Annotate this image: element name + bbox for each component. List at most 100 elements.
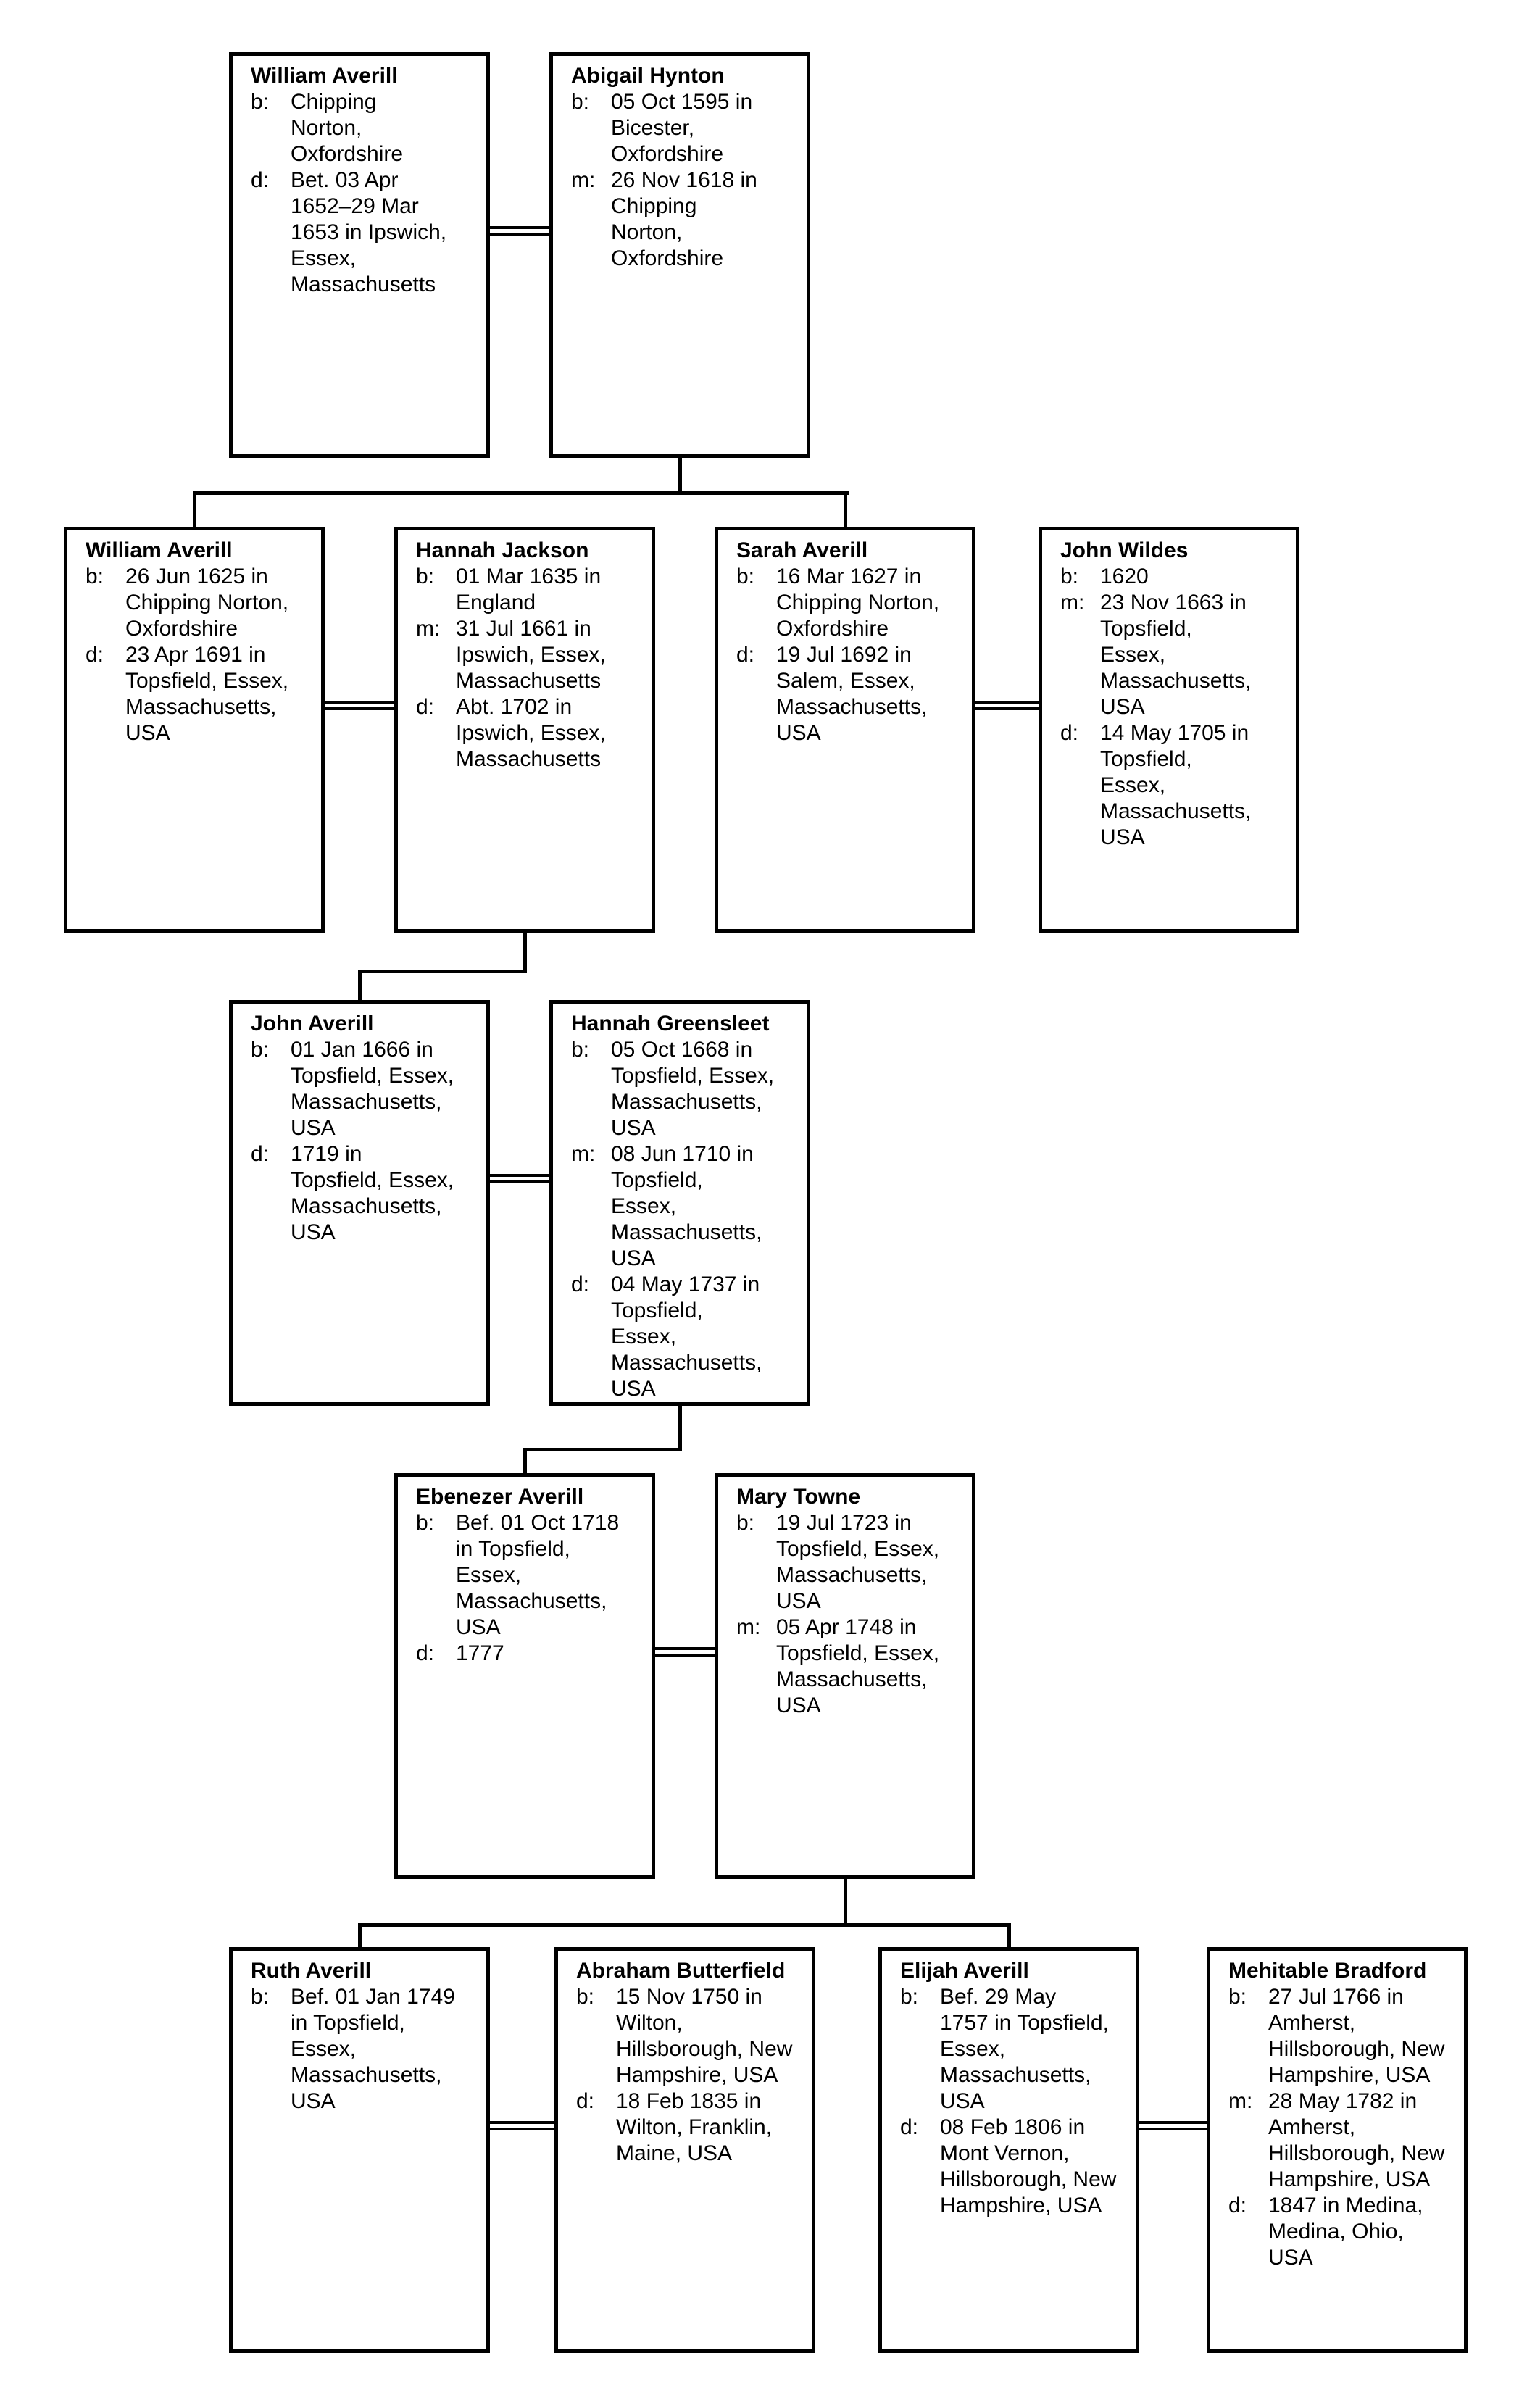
person-box-gen2-william-averill: William Averill b: 26 Jun 1625 in Chippi… bbox=[64, 527, 325, 933]
birth-label: b: bbox=[576, 1985, 595, 2009]
person-box-gen1-abigail-hynton: Abigail Hynton b: 05 Oct 1595 in Biceste… bbox=[549, 52, 810, 458]
marriage-row: m: 31 Jul 1661 in Ipswich, Essex, Massac… bbox=[416, 616, 646, 694]
birth-value: Bef. 29 May 1757 in Topsfield, Essex, Ma… bbox=[940, 1985, 1109, 2113]
person-name: John Averill bbox=[251, 1012, 374, 1036]
birth-value: 19 Jul 1723 in Topsfield, Essex, Massach… bbox=[776, 1511, 940, 1613]
death-row: d: 1719 in Topsfield, Essex, Massachuset… bbox=[251, 1141, 480, 1246]
descent-line-gen2-drop-john bbox=[358, 970, 362, 1000]
birth-label: b: bbox=[736, 1511, 755, 1535]
birth-value: 05 Oct 1595 in Bicester, Oxfordshire bbox=[611, 90, 753, 166]
birth-row: b: 27 Jul 1766 in Amherst, Hillsborough,… bbox=[1228, 1984, 1458, 2088]
marriage-label: m: bbox=[571, 1142, 596, 1166]
person-name: Mehitable Bradford bbox=[1228, 1959, 1427, 1983]
birth-label: b: bbox=[736, 564, 755, 588]
death-row: d: 04 May 1737 in Topsfield, Essex, Mass… bbox=[571, 1272, 801, 1402]
death-label: d: bbox=[251, 168, 270, 192]
descent-line-gen2-stem bbox=[523, 931, 527, 973]
birth-row: b: 16 Mar 1627 in Chipping Norton, Oxfor… bbox=[736, 564, 966, 642]
birth-label: b: bbox=[1228, 1985, 1247, 2009]
marriage-line-john-hannah bbox=[490, 1174, 549, 1183]
birth-value: 27 Jul 1766 in Amherst, Hillsborough, Ne… bbox=[1268, 1985, 1445, 2087]
marriage-value: 28 May 1782 in Amherst, Hillsborough, Ne… bbox=[1268, 2089, 1445, 2191]
marriage-line-william-hannah bbox=[325, 701, 394, 710]
marriage-label: m: bbox=[736, 1615, 761, 1639]
death-value: 14 May 1705 in Topsfield, Essex, Massach… bbox=[1100, 721, 1252, 849]
birth-row: b: Bef. 01 Oct 1718 in Topsfield, Essex,… bbox=[416, 1510, 646, 1641]
person-name: Hannah Jackson bbox=[416, 538, 589, 562]
descent-line-gen3-bar bbox=[523, 1448, 682, 1451]
death-value: Bet. 03 Apr 1652–29 Mar 1653 in Ipswich,… bbox=[291, 168, 447, 296]
death-label: d: bbox=[571, 1272, 590, 1296]
person-name: Hannah Greensleet bbox=[571, 1012, 770, 1036]
death-value: 1719 in Topsfield, Essex, Massachusetts,… bbox=[291, 1142, 454, 1244]
birth-row: b: 01 Mar 1635 in England bbox=[416, 564, 646, 616]
person-box-gen4-mary-towne: Mary Towne b: 19 Jul 1723 in Topsfield, … bbox=[715, 1473, 975, 1879]
person-name: Ruth Averill bbox=[251, 1959, 372, 1983]
person-box-gen2-sarah-averill: Sarah Averill b: 16 Mar 1627 in Chipping… bbox=[715, 527, 975, 933]
descent-line-gen1-drop-william bbox=[193, 491, 196, 527]
person-name: Ebenezer Averill bbox=[416, 1485, 584, 1509]
death-label: d: bbox=[86, 643, 104, 667]
death-value: 18 Feb 1835 in Wilton, Franklin, Maine, … bbox=[616, 2089, 773, 2165]
marriage-value: 08 Jun 1710 in Topsfield, Essex, Massach… bbox=[611, 1142, 762, 1270]
marriage-line-sarah-john bbox=[975, 701, 1039, 710]
death-value: 1777 bbox=[456, 1641, 504, 1665]
descent-line-gen4-drop-ruth bbox=[358, 1923, 362, 1947]
death-value: 19 Jul 1692 in Salem, Essex, Massachuset… bbox=[776, 643, 928, 745]
birth-value: Chipping Norton, Oxfordshire bbox=[291, 90, 404, 166]
person-name: Abraham Butterfield bbox=[576, 1959, 786, 1983]
birth-row: b: 01 Jan 1666 in Topsfield, Essex, Mass… bbox=[251, 1037, 480, 1141]
person-box-gen5-abraham-butterfield: Abraham Butterfield b: 15 Nov 1750 in Wi… bbox=[554, 1947, 815, 2353]
birth-label: b: bbox=[251, 1038, 270, 1062]
death-label: d: bbox=[900, 2115, 919, 2139]
marriage-label: m: bbox=[1228, 2089, 1253, 2113]
person-box-gen2-john-wildes: John Wildes b: 1620 m: 23 Nov 1663 in To… bbox=[1039, 527, 1299, 933]
death-row: d: Bet. 03 Apr 1652–29 Mar 1653 in Ipswi… bbox=[251, 167, 480, 298]
marriage-label: m: bbox=[1060, 591, 1085, 615]
death-label: d: bbox=[251, 1142, 270, 1166]
birth-row: b: 05 Oct 1668 in Topsfield, Essex, Mass… bbox=[571, 1037, 801, 1141]
marriage-line-ebenezer-mary bbox=[655, 1647, 715, 1657]
death-value: 23 Apr 1691 in Topsfield, Essex, Massach… bbox=[125, 643, 289, 745]
birth-row: b: 26 Jun 1625 in Chipping Norton, Oxfor… bbox=[86, 564, 315, 642]
person-box-gen1-william-averill: William Averill b: Chipping Norton, Oxfo… bbox=[229, 52, 490, 458]
death-row: d: Abt. 1702 in Ipswich, Essex, Massachu… bbox=[416, 694, 646, 772]
marriage-label: m: bbox=[571, 168, 596, 192]
descent-line-gen1-stem bbox=[678, 457, 682, 494]
death-row: d: 23 Apr 1691 in Topsfield, Essex, Mass… bbox=[86, 642, 315, 746]
birth-row: b: Chipping Norton, Oxfordshire bbox=[251, 89, 480, 167]
birth-label: b: bbox=[900, 1985, 919, 2009]
birth-value: 01 Jan 1666 in Topsfield, Essex, Massach… bbox=[291, 1038, 454, 1140]
person-box-gen5-mehitable-bradford: Mehitable Bradford b: 27 Jul 1766 in Amh… bbox=[1207, 1947, 1468, 2353]
birth-label: b: bbox=[416, 564, 435, 588]
person-box-gen2-hannah-jackson: Hannah Jackson b: 01 Mar 1635 in England… bbox=[394, 527, 655, 933]
marriage-value: 31 Jul 1661 in Ipswich, Essex, Massachus… bbox=[456, 617, 606, 693]
person-name: William Averill bbox=[86, 538, 233, 562]
death-label: d: bbox=[576, 2089, 595, 2113]
death-row: d: 1847 in Medina, Medina, Ohio, USA bbox=[1228, 2193, 1458, 2271]
marriage-value: 26 Nov 1618 in Chipping Norton, Oxfordsh… bbox=[611, 168, 757, 270]
birth-row: b: 19 Jul 1723 in Topsfield, Essex, Mass… bbox=[736, 1510, 966, 1615]
birth-label: b: bbox=[1060, 564, 1079, 588]
marriage-row: m: 08 Jun 1710 in Topsfield, Essex, Mass… bbox=[571, 1141, 801, 1272]
person-name: William Averill bbox=[251, 64, 398, 88]
descent-line-gen3-drop-ebenezer bbox=[523, 1448, 527, 1473]
marriage-label: m: bbox=[416, 617, 441, 641]
birth-value: Bef. 01 Jan 1749 in Topsfield, Essex, Ma… bbox=[291, 1985, 455, 2113]
birth-value: 26 Jun 1625 in Chipping Norton, Oxfordsh… bbox=[125, 564, 289, 641]
marriage-row: m: 28 May 1782 in Amherst, Hillsborough,… bbox=[1228, 2088, 1458, 2193]
person-box-gen3-john-averill: John Averill b: 01 Jan 1666 in Topsfield… bbox=[229, 1000, 490, 1406]
descent-line-gen3-stem bbox=[678, 1404, 682, 1451]
birth-label: b: bbox=[251, 90, 270, 114]
person-name: Sarah Averill bbox=[736, 538, 868, 562]
birth-row: b: Bef. 01 Jan 1749 in Topsfield, Essex,… bbox=[251, 1984, 480, 2115]
descent-line-gen4-drop-elijah bbox=[1007, 1923, 1011, 1947]
birth-label: b: bbox=[571, 90, 590, 114]
descent-line-gen1-bar bbox=[193, 491, 849, 495]
death-row: d: 18 Feb 1835 in Wilton, Franklin, Main… bbox=[576, 2088, 806, 2167]
death-label: d: bbox=[1228, 2194, 1247, 2217]
birth-row: b: 15 Nov 1750 in Wilton, Hillsborough, … bbox=[576, 1984, 806, 2088]
person-box-gen5-ruth-averill: Ruth Averill b: Bef. 01 Jan 1749 in Tops… bbox=[229, 1947, 490, 2353]
marriage-line-elijah-mehitable bbox=[1139, 2121, 1207, 2130]
